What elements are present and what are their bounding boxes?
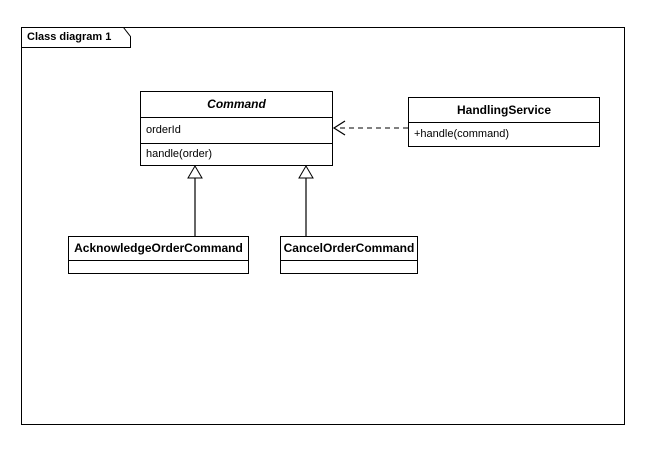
- class-name-handlingservice: HandlingService: [409, 98, 599, 123]
- class-box-cancelordercommand[interactable]: CancelOrderCommand: [280, 236, 418, 274]
- class-members-acknowledgeordercommand: [69, 261, 248, 273]
- class-name-cancelordercommand: CancelOrderCommand: [281, 237, 417, 261]
- class-name-command: Command: [141, 92, 332, 118]
- class-members-cancelordercommand: [281, 261, 417, 273]
- diagram-frame: [21, 27, 625, 425]
- diagram-frame-label: Class diagram 1: [27, 31, 112, 43]
- class-box-acknowledgeordercommand[interactable]: AcknowledgeOrderCommand: [68, 236, 249, 274]
- diagram-frame-tab: Class diagram 1: [21, 27, 131, 48]
- class-attribute-orderid: orderId: [141, 118, 332, 144]
- class-box-command[interactable]: Command orderId handle(order): [140, 91, 333, 166]
- class-operation-handle-order: handle(order): [146, 148, 213, 160]
- class-box-handlingservice[interactable]: HandlingService +handle(command): [408, 97, 600, 147]
- class-operation-handle-command: +handle(command): [414, 128, 510, 140]
- class-name-acknowledgeordercommand: AcknowledgeOrderCommand: [69, 237, 248, 261]
